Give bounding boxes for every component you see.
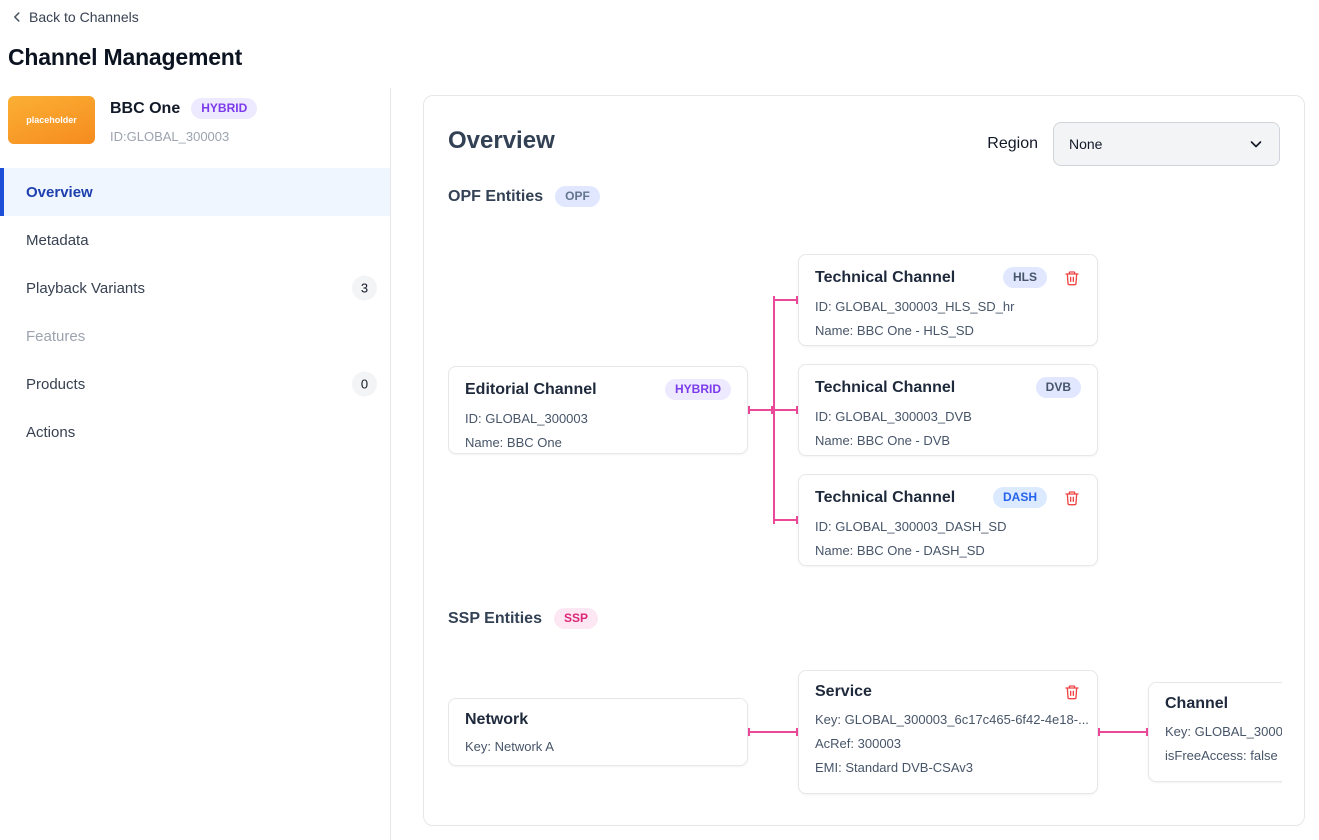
ssp-entities-label: SSP Entities: [448, 609, 542, 627]
trash-icon: [1064, 684, 1080, 700]
connector-line: [773, 296, 798, 304]
trash-icon: [1064, 490, 1080, 506]
count-badge: 3: [352, 275, 377, 301]
page-title: Channel Management: [8, 44, 243, 70]
entity-key: Key: GLOBAL_300003_6c17c465-6f42-4e18-..…: [815, 712, 1089, 727]
back-to-channels-link[interactable]: Back to Channels: [10, 9, 139, 25]
sidebar-item-label: Actions: [26, 423, 76, 441]
entity-name: Name: BBC One - HLS_SD: [815, 323, 974, 338]
opf-diagram: Editorial Channel HYBRID ID: GLOBAL_3000…: [448, 246, 1282, 590]
channel-card[interactable]: Channel Key: GLOBAL_30000 isFreeAccess: …: [1148, 682, 1282, 782]
opf-entities-label: OPF Entities: [448, 187, 544, 205]
sidebar-item-features: Features: [0, 312, 390, 360]
region-select-value: None: [1069, 136, 1103, 152]
connector-line: [773, 516, 798, 524]
thumbnail-placeholder-text: placeholder: [26, 115, 77, 125]
delete-button[interactable]: [1063, 489, 1081, 507]
technical-channel-card[interactable]: Technical Channel HLS ID: GLOBAL_300003_…: [798, 254, 1098, 346]
trash-icon: [1064, 270, 1080, 286]
dash-badge: DASH: [992, 487, 1047, 508]
entity-card-title: Service: [815, 683, 872, 700]
entity-id: ID: GLOBAL_300003: [465, 411, 588, 426]
channel-name: BBC One: [110, 99, 181, 117]
entity-card-title: Channel: [1165, 695, 1229, 712]
service-card[interactable]: Service Key: GLOBAL_300003_6c17c465-6f42…: [798, 670, 1098, 794]
ssp-badge: SSP: [553, 608, 598, 629]
chevron-left-icon: [10, 10, 24, 24]
entity-card-title: Technical Channel: [815, 488, 956, 506]
entity-name: Name: BBC One: [465, 435, 562, 450]
region-label: Region: [987, 135, 1038, 152]
chevron-down-icon: [1248, 136, 1264, 152]
channel-summary-text: BBC One HYBRID ID:GLOBAL_300003: [110, 96, 258, 144]
opf-entities-heading: OPF Entities OPF: [448, 186, 600, 207]
entity-card-title: Network: [465, 711, 529, 728]
connector-line: [773, 406, 798, 414]
back-link-label: Back to Channels: [29, 9, 139, 25]
entity-card-title: Technical Channel: [815, 268, 956, 286]
entity-emi: EMI: Standard DVB-CSAv3: [815, 760, 973, 775]
opf-badge: OPF: [555, 186, 600, 207]
sidebar-item-label: Metadata: [26, 231, 89, 249]
sidebar-item-products[interactable]: Products 0: [0, 360, 390, 408]
dvb-badge: DVB: [1035, 377, 1081, 398]
editorial-channel-card[interactable]: Editorial Channel HYBRID ID: GLOBAL_3000…: [448, 366, 748, 454]
channel-thumbnail: placeholder: [8, 96, 95, 144]
overview-title: Overview: [448, 127, 555, 154]
region-control: Region None: [987, 122, 1280, 166]
network-card[interactable]: Network Key: Network A: [448, 698, 748, 766]
sidebar-item-metadata[interactable]: Metadata: [0, 216, 390, 264]
entity-name: Name: BBC One - DVB: [815, 433, 951, 448]
delete-button[interactable]: [1063, 683, 1081, 701]
sidebar-item-label: Products: [26, 375, 86, 393]
channel-type-badge: HYBRID: [191, 98, 258, 119]
entity-acref: AcRef: 300003: [815, 736, 902, 751]
overview-panel: Overview Region None OPF Entities OPF: [423, 95, 1305, 826]
entity-id: ID: GLOBAL_300003_HLS_SD_hr: [815, 299, 1015, 314]
entity-id: ID: GLOBAL_300003_DASH_SD: [815, 519, 1007, 534]
entity-card-title: Technical Channel: [815, 378, 956, 396]
sidebar-item-label: Overview: [26, 183, 93, 201]
sidebar-item-playback-variants[interactable]: Playback Variants 3: [0, 264, 390, 312]
connector-line: [1098, 728, 1148, 736]
sidebar-nav: Overview Metadata Playback Variants 3 Fe…: [0, 168, 390, 456]
entity-key: Key: GLOBAL_30000: [1165, 724, 1282, 739]
technical-channel-card[interactable]: Technical Channel DVB ID: GLOBAL_300003_…: [798, 364, 1098, 456]
entity-id: ID: GLOBAL_300003_DVB: [815, 409, 972, 424]
hls-badge: HLS: [1003, 267, 1047, 288]
region-select[interactable]: None: [1053, 122, 1280, 166]
sidebar-item-actions[interactable]: Actions: [0, 408, 390, 456]
hybrid-badge: HYBRID: [664, 379, 731, 400]
ssp-entities-heading: SSP Entities SSP: [448, 608, 598, 629]
channel-id: ID:GLOBAL_300003: [110, 129, 230, 144]
connector-line: [748, 728, 798, 736]
channel-summary: placeholder BBC One HYBRID ID:GLOBAL_300…: [8, 96, 258, 144]
count-badge: 0: [352, 371, 377, 397]
sidebar: placeholder BBC One HYBRID ID:GLOBAL_300…: [0, 88, 391, 840]
entity-key: Key: Network A: [465, 739, 554, 754]
entity-card-title: Editorial Channel: [465, 380, 597, 398]
sidebar-item-label: Features: [26, 327, 86, 345]
ssp-diagram: Network Key: Network A Service Key: GLOB…: [448, 662, 1282, 822]
connector-line: [748, 406, 773, 414]
sidebar-item-label: Playback Variants: [26, 279, 145, 297]
entity-name: Name: BBC One - DASH_SD: [815, 543, 985, 558]
sidebar-item-overview[interactable]: Overview: [0, 168, 390, 216]
delete-button[interactable]: [1063, 269, 1081, 287]
entity-access: isFreeAccess: false: [1165, 748, 1278, 763]
technical-channel-card[interactable]: Technical Channel DASH ID: GLOBAL_300003…: [798, 474, 1098, 566]
